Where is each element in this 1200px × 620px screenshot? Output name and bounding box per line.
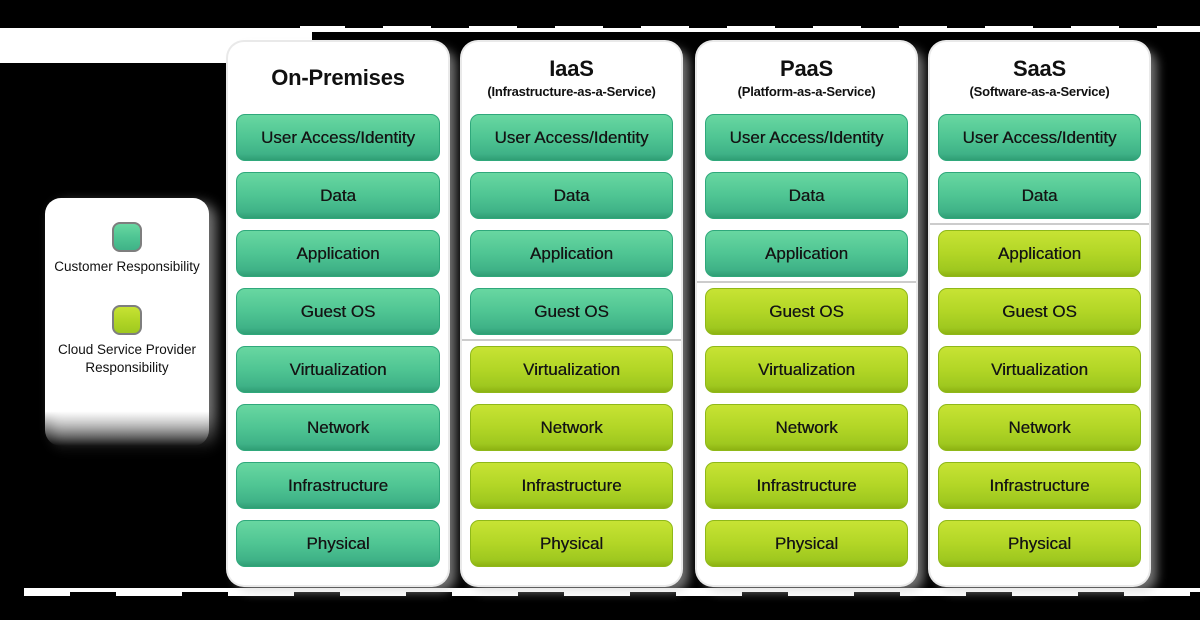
layer-pill-infrastructure: Infrastructure bbox=[705, 462, 908, 509]
background-strip-bottom-dashes bbox=[70, 592, 1200, 596]
layer-pill-infrastructure: Infrastructure bbox=[938, 462, 1141, 509]
layer-pill-network: Network bbox=[705, 404, 908, 451]
column-title: SaaS bbox=[1012, 56, 1067, 82]
column-header: PaaS (Platform-as-a-Service) bbox=[697, 42, 916, 114]
background-strip-top-dashes bbox=[345, 25, 1200, 28]
layer-pill-application: Application bbox=[705, 230, 908, 277]
layer-pill-application: Application bbox=[470, 230, 673, 277]
column-title: PaaS bbox=[779, 56, 834, 82]
layer-pill-application: Application bbox=[236, 230, 440, 277]
customer-color-swatch-icon bbox=[112, 222, 142, 252]
column-card-paas: PaaS (Platform-as-a-Service) User Access… bbox=[697, 42, 916, 585]
layer-pill-user-access-identity: User Access/Identity bbox=[236, 114, 440, 161]
provider-color-swatch-icon bbox=[112, 304, 142, 335]
layer-pill-application: Application bbox=[938, 230, 1141, 277]
column-card-iaas: IaaS (Infrastructure-as-a-Service) User … bbox=[462, 42, 681, 585]
layer-pill-network: Network bbox=[236, 404, 440, 451]
layer-pill-guest-os: Guest OS bbox=[938, 288, 1141, 335]
background-highlight-strip-top bbox=[300, 26, 1200, 32]
layer-pill-infrastructure: Infrastructure bbox=[236, 462, 440, 509]
layer-pill-data: Data bbox=[705, 172, 908, 219]
column-header: IaaS (Infrastructure-as-a-Service) bbox=[462, 42, 681, 114]
layer-pill-virtualization: Virtualization bbox=[236, 346, 440, 393]
layer-pill-guest-os: Guest OS bbox=[236, 288, 440, 335]
layer-pill-physical: Physical bbox=[470, 520, 673, 567]
column-subtitle: (Infrastructure-as-a-Service) bbox=[487, 83, 656, 99]
layer-pill-physical: Physical bbox=[705, 520, 908, 567]
responsibility-divider bbox=[930, 223, 1149, 225]
legend-provider-label: Cloud Service Provider Responsibility bbox=[57, 341, 197, 375]
layer-pill-guest-os: Guest OS bbox=[470, 288, 673, 335]
layer-pill-network: Network bbox=[938, 404, 1141, 451]
layer-pill-user-access-identity: User Access/Identity bbox=[470, 114, 673, 161]
column-title: IaaS bbox=[549, 56, 594, 82]
layer-pill-data: Data bbox=[470, 172, 673, 219]
legend-card: Customer Responsibility Cloud Service Pr… bbox=[45, 198, 209, 446]
layer-pill-virtualization: Virtualization bbox=[938, 346, 1141, 393]
layer-pill-physical: Physical bbox=[236, 520, 440, 567]
column-title: On-Premises bbox=[271, 65, 405, 91]
layer-pill-guest-os: Guest OS bbox=[705, 288, 908, 335]
responsibility-divider bbox=[697, 281, 916, 283]
layer-pill-data: Data bbox=[236, 172, 440, 219]
column-header: On-Premises bbox=[228, 42, 448, 114]
layer-pill-physical: Physical bbox=[938, 520, 1141, 567]
layer-pill-network: Network bbox=[470, 404, 673, 451]
legend-customer-label: Customer Responsibility bbox=[54, 259, 200, 274]
responsibility-divider bbox=[462, 339, 681, 341]
layer-pill-user-access-identity: User Access/Identity bbox=[705, 114, 908, 161]
layer-pill-virtualization: Virtualization bbox=[470, 346, 673, 393]
layer-pill-infrastructure: Infrastructure bbox=[470, 462, 673, 509]
column-header: SaaS (Software-as-a-Service) bbox=[930, 42, 1149, 114]
layer-pill-data: Data bbox=[938, 172, 1141, 219]
column-subtitle: (Software-as-a-Service) bbox=[969, 83, 1110, 99]
layer-pill-virtualization: Virtualization bbox=[705, 346, 908, 393]
column-subtitle: (Platform-as-a-Service) bbox=[737, 83, 876, 99]
column-card-saas: SaaS (Software-as-a-Service) User Access… bbox=[930, 42, 1149, 585]
layer-pill-user-access-identity: User Access/Identity bbox=[938, 114, 1141, 161]
